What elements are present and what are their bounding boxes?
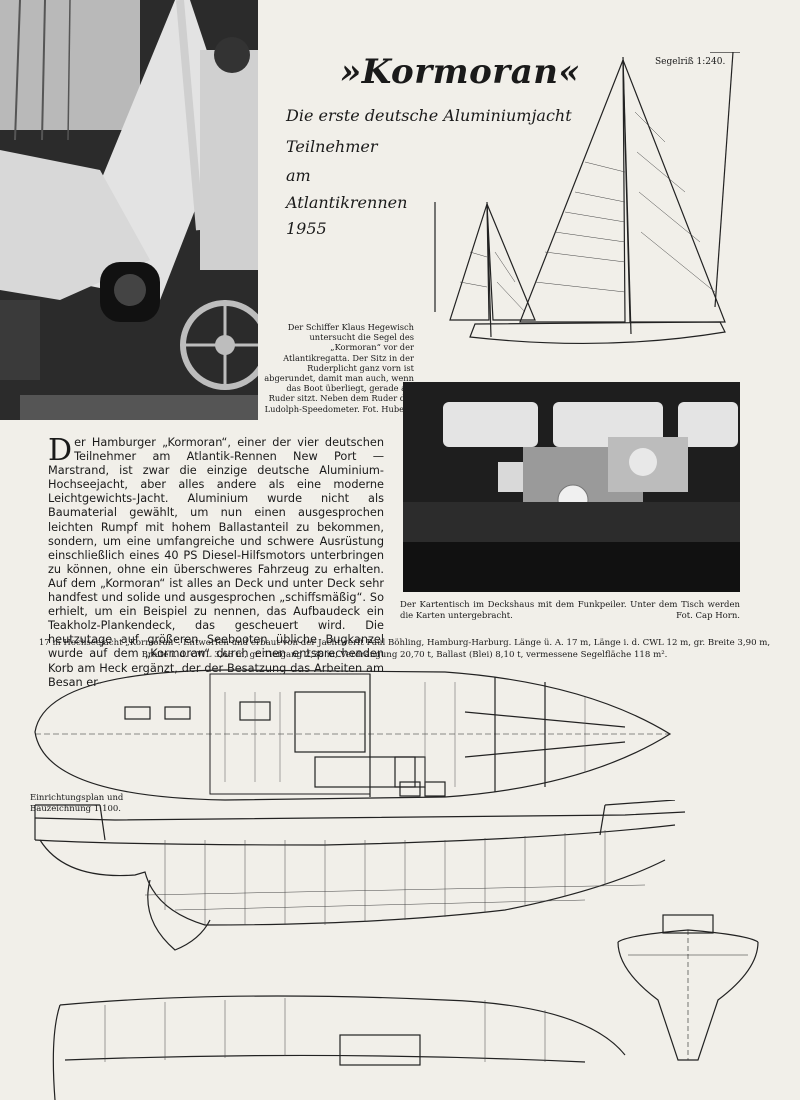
photo-chart-table [403,382,740,592]
photo-caption-skipper: Der Schiffer Klaus Hegewisch untersucht … [264,322,414,414]
specification-line: 17 m Hochseejacht „Kormoran“. Entworfen … [38,638,771,661]
subtitle-line-4: Atlantikrennen [286,193,408,212]
photo-caption-chart-table: Der Kartentisch im Deckshaus mit dem Fun… [400,600,740,622]
caption-chart-credit: Fot. Cap Horn. [676,611,740,621]
subtitle-line-2: Teilnehmer [286,137,378,156]
sail-plan-drawing [434,52,740,345]
plan-label: Einrichtungsplan und Bauzeichnung 1:100. [30,793,124,814]
subtitle-line-5: 1955 [286,219,327,238]
caption-chart-text: Der Kartentisch im Deckshaus mit dem Fun… [400,600,740,621]
accommodation-plan-drawing [34,669,672,801]
sail-plan-scale: Segelriß 1:240. [655,57,726,67]
construction-profile-drawing [34,800,686,1100]
midship-section-drawing [617,914,759,1061]
drop-cap: D [48,433,73,468]
article-body-text: er Hamburger „Kormoran“, einer der vier … [48,436,384,689]
subtitle-line-3: am [286,166,311,185]
photo-skipper-on-deck [0,0,258,420]
subtitle-line-1: Die erste deutsche Aluminiumjacht [286,106,572,125]
article-title: »Kormoran« [340,52,581,92]
